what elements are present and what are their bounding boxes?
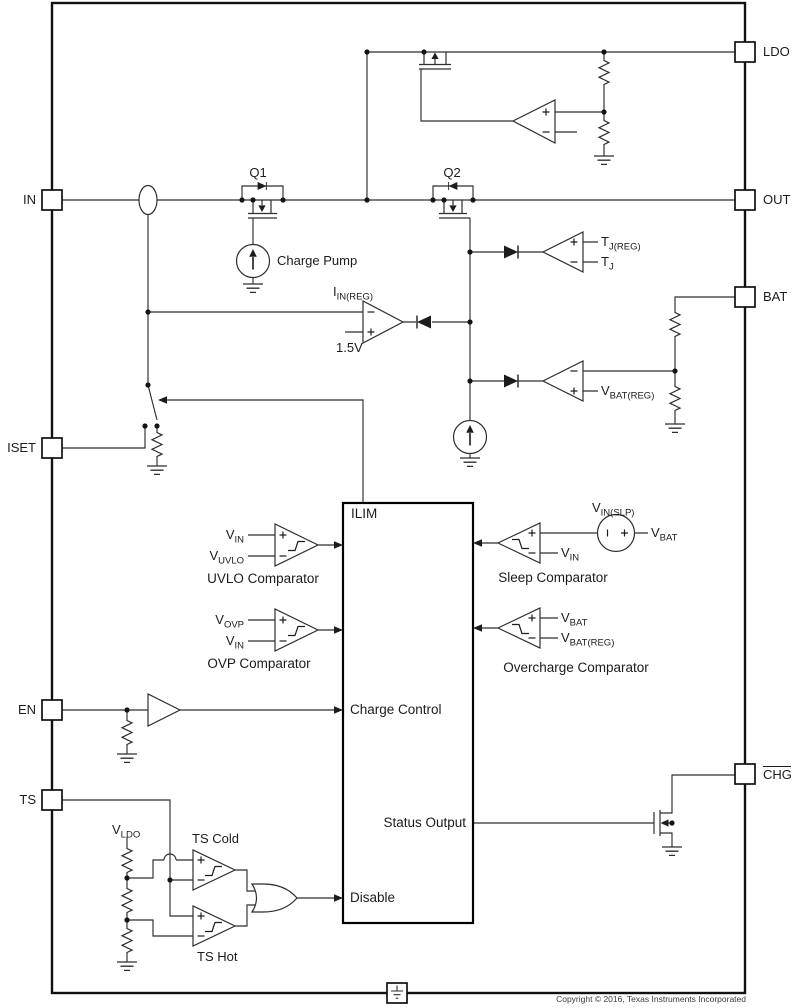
tj-comparator: TJ(REG) TJ [503, 231, 641, 273]
fet-body-arrow [431, 52, 439, 59]
q1-input-fet: Q1 [241, 165, 284, 219]
vin-label: VIN [226, 527, 244, 546]
uvlo-comparator: VIN VUVLO UVLO Comparator [207, 523, 343, 586]
vin-label: VIN [561, 545, 579, 564]
vbat-reg-comparator: VBAT(REG) [503, 309, 686, 434]
disable-label: Disable [350, 890, 395, 905]
iin-reg-label: IIN(REG) [333, 284, 373, 303]
q2-label: Q2 [443, 165, 460, 180]
tj-reg-label: TJ(REG) [601, 234, 641, 253]
ts-cold-label: TS Cold [192, 831, 239, 846]
ldo-regulator [419, 52, 615, 166]
pin-in [41, 189, 63, 211]
vin-slp-label: VIN(SLP) [592, 500, 634, 519]
ovp-comparator-label: OVP Comparator [207, 656, 311, 671]
pin-label-in: IN [23, 192, 36, 207]
chg-status-fet [653, 810, 683, 857]
sleep-comparator-label: Sleep Comparator [498, 570, 608, 585]
pin-en [41, 699, 63, 721]
pin-label-chg: CHG [763, 767, 792, 782]
pin-label-iset: ISET [7, 440, 36, 455]
charge-control-label: Charge Control [350, 702, 442, 717]
pin-vss [386, 982, 408, 1004]
ts-hot-label: TS Hot [197, 949, 238, 964]
q2-charge-fet: Q2 [432, 165, 474, 219]
charge-pump-label: Charge Pump [277, 253, 357, 268]
pin-ts [41, 789, 63, 811]
pin-label-ldo: LDO [763, 44, 790, 59]
ldo-pass-fet [419, 52, 451, 70]
overcharge-comparator: VBAT VBAT(REG) Overcharge Comparator [473, 607, 649, 675]
vbat-label: VBAT [561, 610, 588, 629]
vldo-label: VLDO [112, 822, 140, 841]
tj-label: TJ [601, 254, 614, 273]
pin-iset [41, 437, 63, 459]
current-sense-loop [138, 184, 158, 216]
pins: IN ISET EN TS LDO OUT BAT CHG [7, 41, 792, 1004]
vin-slp-source [596, 513, 636, 553]
vuvlo-label: VUVLO [209, 548, 244, 567]
uvlo-comparator-label: UVLO Comparator [207, 571, 319, 586]
vbat-reg-label: VBAT(REG) [601, 383, 654, 402]
pin-out [734, 189, 756, 211]
or-gate [250, 883, 298, 913]
pin-bat [734, 286, 756, 308]
pin-ldo [734, 41, 756, 63]
en-buffer [116, 693, 343, 764]
ovp-comparator: VOVP VIN OVP Comparator [207, 608, 343, 671]
battery-detect-source [452, 419, 488, 455]
vovp-label: VOVP [215, 612, 244, 631]
pin-label-ts: TS [19, 792, 36, 807]
ilim-block [341, 501, 475, 925]
pin-label-out: OUT [763, 192, 791, 207]
charge-pump-source [235, 243, 271, 279]
pin-label-en: EN [18, 702, 36, 717]
pin-label-bat: BAT [763, 289, 787, 304]
status-output-label: Status Output [383, 815, 466, 830]
iin-reg-comparator: IIN(REG) 1.5V [333, 284, 432, 355]
ground-icon [391, 985, 403, 999]
ref-1v5-label: 1.5V [336, 340, 363, 355]
junction-dots [124, 49, 678, 923]
vbat-reg-label: VBAT(REG) [561, 630, 614, 649]
q1-label: Q1 [249, 165, 266, 180]
pin-chg [734, 763, 756, 785]
copyright-notice: Copyright © 2016, Texas Instruments Inco… [556, 994, 746, 1004]
vin-label: VIN [226, 633, 244, 652]
overcharge-comparator-label: Overcharge Comparator [503, 660, 649, 675]
wires [62, 51, 735, 962]
ilim-label: ILIM [351, 506, 377, 521]
sleep-comparator: VIN(SLP) VBAT VIN Sleep Comparator [473, 500, 678, 585]
vbat-label: VBAT [651, 525, 678, 544]
ts-window: VLDO TS Cold TS Hot [112, 822, 343, 972]
